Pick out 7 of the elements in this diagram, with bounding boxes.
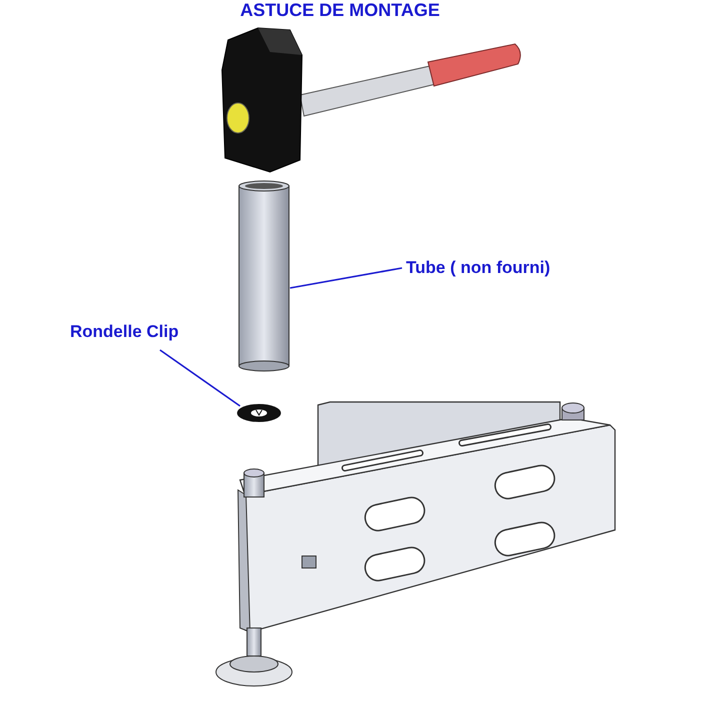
washer-drawing xyxy=(236,403,282,423)
leader-line xyxy=(290,267,402,289)
title: ASTUCE DE MONTAGE xyxy=(239,0,441,21)
tube-drawing xyxy=(238,180,290,372)
part-label: Rondelle Clip xyxy=(70,322,179,342)
leader-line xyxy=(160,349,240,407)
part-label: Tube ( non fourni) xyxy=(406,258,550,278)
